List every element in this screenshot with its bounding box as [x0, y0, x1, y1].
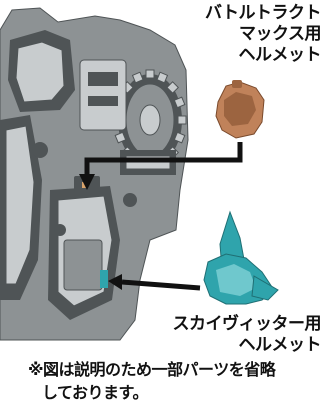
robot-leg-block — [63, 239, 103, 291]
battle-label-line: バトルトラクト — [204, 3, 322, 23]
skyvitter-label-line: スカイヴィッター用 — [172, 314, 322, 334]
arrow-skyvitter-head — [108, 274, 122, 290]
battle-helmet-visor — [224, 92, 256, 126]
robot-body-illustration — [0, 7, 189, 341]
robot-head-panel — [15, 41, 65, 103]
track-segment — [156, 71, 169, 84]
battle-label-line: ヘルメット — [238, 45, 322, 65]
skyvitter-label-line: ヘルメット — [238, 335, 322, 355]
footnote-line: ※図は説明のため一部パーツを省略 — [28, 360, 276, 379]
track-segment — [173, 96, 186, 109]
robot-gear-detail — [54, 224, 66, 236]
robot-chest-detail — [88, 72, 118, 86]
track-segment — [177, 115, 187, 125]
skyvitter-helmet-wing — [251, 275, 279, 301]
robot-gear-detail — [32, 142, 48, 158]
skyvitter-helmet-label: スカイヴィッター用 ヘルメット — [173, 314, 322, 356]
arrow-battle-helmet — [79, 142, 243, 190]
robot-track-hub — [139, 104, 161, 136]
track-segment — [173, 131, 186, 144]
footnote: ※図は説明のため一部パーツを省略 しております。 — [28, 358, 322, 404]
arrow-skyvitter-path — [121, 279, 201, 291]
arrow-skyvitter-helmet — [108, 274, 201, 291]
track-segment — [145, 69, 155, 79]
footnote-line: しております。 — [42, 383, 148, 402]
robot-gear-detail — [123, 193, 137, 207]
track-segment — [166, 81, 179, 94]
robot-left-arm-panel — [5, 125, 35, 285]
skyvitter-helmet-socket — [100, 270, 108, 288]
battle-tractmax-helmet-label: バトルトラクト マックス用 ヘルメット — [204, 3, 322, 66]
battle-tractmax-helmet — [215, 80, 265, 139]
track-segment — [114, 131, 127, 144]
skyvitter-helmet — [203, 210, 279, 305]
skyvitter-helmet-detail — [216, 264, 256, 296]
battle-helmet-crest — [232, 80, 242, 88]
robot-chest-detail — [88, 96, 118, 106]
track-segment — [131, 71, 144, 84]
arrow-battle-path — [84, 142, 243, 178]
robot-chest-panel — [79, 59, 127, 131]
arrow-battle-head — [79, 174, 95, 190]
battle-label-line: マックス用 — [239, 24, 322, 44]
